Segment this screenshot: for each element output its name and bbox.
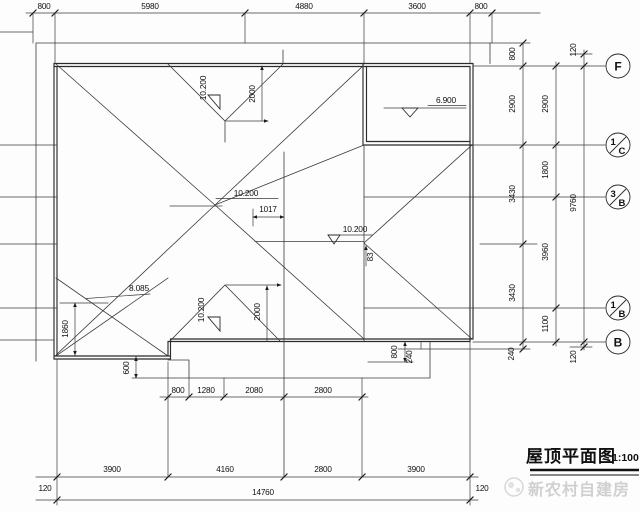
grid-bubble-1c-number: 1 xyxy=(611,137,617,148)
roof-ridge-lines xyxy=(55,49,473,478)
dimension-col-right-grid: 2900 1800 3960 1100 xyxy=(541,61,560,347)
dim-label: 2900 xyxy=(541,95,550,113)
grid-bubble-1b-number: 1 xyxy=(611,300,617,311)
watermark: 新农村自建房 xyxy=(504,477,630,499)
dim-label: 1100 xyxy=(541,315,550,332)
dim-label: 120 xyxy=(569,43,578,57)
level-marker-north-valley: 10.200 xyxy=(198,75,221,111)
dim-label: 9760 xyxy=(569,194,578,212)
dim-label: 2080 xyxy=(245,386,263,395)
dim-label: 3960 xyxy=(541,243,550,261)
dim-label: 3600 xyxy=(408,2,426,11)
dim-label: 3900 xyxy=(103,465,121,474)
level-marker-south-gable: 10.200 xyxy=(196,297,221,333)
level-marker-terrace: 6.900 xyxy=(383,95,467,118)
grid-bubble-1c-letter: C xyxy=(619,146,626,157)
grid-bubble-b-label: B xyxy=(614,336,623,350)
dim-label: 800 xyxy=(474,2,488,11)
dim-canopy-offset: 600 xyxy=(122,356,138,379)
level-label: 10.200 xyxy=(196,297,206,322)
title-block: 屋顶平面图 1:100 xyxy=(526,447,639,476)
dimension-row-top: 800 5980 4880 3600 800 xyxy=(25,2,541,65)
level-label: 10.200 xyxy=(234,188,259,198)
dim-label: 2900 xyxy=(508,95,517,113)
dim-label: 3430 xyxy=(508,185,517,203)
dim-south-gable-depth: 2000 xyxy=(225,285,281,342)
grid-lines xyxy=(0,31,606,343)
dim-label: 83 xyxy=(366,252,375,261)
dim-label: 1800 xyxy=(541,161,550,179)
dim-label: 1017 xyxy=(259,205,277,214)
dim-label: 120 xyxy=(475,484,489,493)
dim-label: 800 xyxy=(37,2,51,11)
dim-label: 4880 xyxy=(295,2,313,11)
dim-label: 120 xyxy=(38,484,52,493)
dim-valley-offset: 83 xyxy=(364,245,375,267)
dim-label: 800 xyxy=(390,345,399,359)
drawing-scale: 1:100 xyxy=(612,452,639,464)
dim-label: 2000 xyxy=(253,303,262,321)
grid-bubble-f: F xyxy=(605,53,631,79)
dim-label: 1280 xyxy=(197,386,215,395)
grid-bubble-f-label: F xyxy=(614,60,621,74)
watermark-text: 新农村自建房 xyxy=(528,480,630,499)
dim-ridge-offset: 1017 xyxy=(252,205,285,227)
grid-bubble-3b: 3 B xyxy=(605,184,631,210)
level-label: 10.200 xyxy=(198,75,208,100)
watermark-logo-icon xyxy=(504,477,524,497)
dim-label: 2000 xyxy=(248,85,257,103)
grid-bubble-1b-letter: B xyxy=(619,309,626,320)
dimension-row-bottom-step: 800 1280 2080 2800 xyxy=(159,361,369,478)
dim-label: 2800 xyxy=(314,465,332,474)
dim-north-valley-depth: 2000 xyxy=(225,66,268,121)
dim-label: 2800 xyxy=(314,386,332,395)
dim-porch-width: 1860 xyxy=(59,302,109,356)
dim-eave-offset: 800 xyxy=(390,341,407,363)
grid-bubble-1c: 1 C xyxy=(605,132,631,158)
grid-bubble-3b-number: 3 xyxy=(611,189,616,200)
grid-bubble-b: B xyxy=(605,329,631,355)
dim-label: 14760 xyxy=(252,488,274,497)
level-label: 6.900 xyxy=(436,95,457,105)
dim-label: 3430 xyxy=(508,284,517,302)
dim-label: 600 xyxy=(122,361,131,375)
dimension-col-right-total: 120 9760 120 xyxy=(569,43,593,364)
drawing-title: 屋顶平面图 xyxy=(526,447,616,466)
grid-bubble-1b: 1 B xyxy=(605,295,631,321)
dim-label: 5980 xyxy=(141,2,159,11)
dim-wall-thickness: 240 xyxy=(405,341,422,364)
level-label: 8.085 xyxy=(129,283,150,293)
dimension-row-bottom-total: 14760 120 120 xyxy=(35,484,489,504)
level-label: 10.200 xyxy=(343,224,368,234)
dimension-row-bottom-main: 3900 4160 2800 3900 xyxy=(35,341,479,506)
dim-label: 3900 xyxy=(407,465,425,474)
dim-label: 800 xyxy=(508,47,517,61)
dim-label: 240 xyxy=(405,350,414,364)
dim-label: 4160 xyxy=(216,465,234,474)
level-marker-center-ridge: 10.200 xyxy=(169,188,279,207)
dim-label: 1860 xyxy=(61,320,70,338)
dim-label: 240 xyxy=(507,347,516,361)
level-marker-porch: 8.085 xyxy=(85,283,151,299)
dim-label: 120 xyxy=(569,350,578,364)
dimension-col-right-inner: 800 2900 3430 3430 240 xyxy=(397,39,538,361)
grid-bubble-3b-letter: B xyxy=(619,198,626,209)
level-marker-east-valley: 10.200 xyxy=(327,224,373,245)
dim-label: 800 xyxy=(171,386,185,395)
